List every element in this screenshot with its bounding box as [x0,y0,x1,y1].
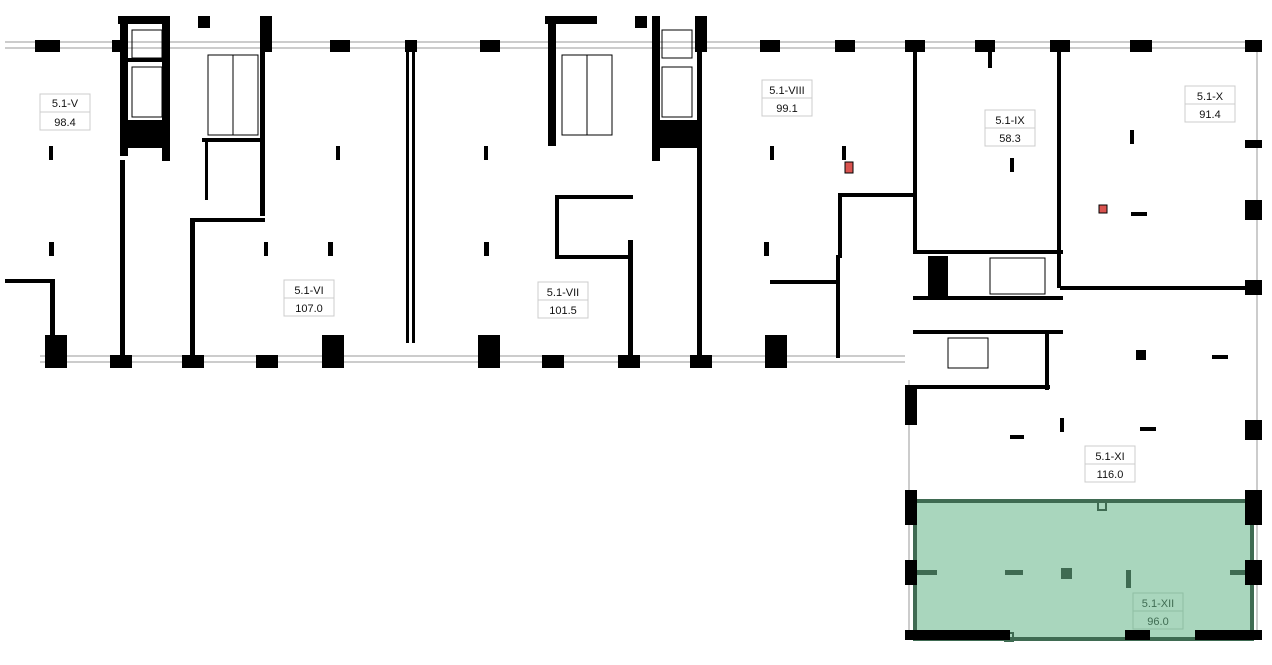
svg-text:101.5: 101.5 [549,305,577,317]
svg-text:5.1-VII: 5.1-VII [547,287,579,299]
svg-text:58.3: 58.3 [999,133,1020,145]
unit-5-1-xii[interactable] [913,499,1254,641]
svg-text:98.4: 98.4 [54,117,75,129]
unit-5-1-x[interactable] [1060,48,1255,288]
svg-text:99.1: 99.1 [776,103,797,115]
label-5-1-v: 5.1-V 98.4 [39,93,91,131]
svg-text:5.1-IX: 5.1-IX [995,115,1025,127]
svg-text:5.1-VIII: 5.1-VIII [769,85,804,97]
label-5-1-viii: 5.1-VIII 99.1 [761,79,813,117]
label-5-1-xii: 5.1-XII 96.0 [1132,592,1184,630]
svg-text:5.1-XII: 5.1-XII [1142,598,1174,610]
svg-text:116.0: 116.0 [1097,469,1124,481]
svg-text:96.0: 96.0 [1147,616,1168,628]
label-5-1-xi: 5.1-XI 116.0 [1084,445,1136,483]
svg-text:5.1-X: 5.1-X [1197,91,1224,103]
stairs [131,29,1046,369]
marker-icon [844,161,854,174]
unit-5-1-vii[interactable] [415,48,630,358]
label-5-1-vi: 5.1-VI 107.0 [283,279,335,317]
svg-text:5.1-VI: 5.1-VI [294,285,323,297]
svg-text:5.1-V: 5.1-V [52,98,79,110]
label-5-1-x: 5.1-X 91.4 [1184,85,1236,123]
walls [5,16,1262,640]
marker-icon [1098,204,1108,214]
label-5-1-ix: 5.1-IX 58.3 [984,109,1036,147]
unit-5-1-ix[interactable] [915,48,1060,253]
svg-text:91.4: 91.4 [1199,109,1220,121]
label-5-1-vii: 5.1-VII 101.5 [537,281,589,319]
svg-text:107.0: 107.0 [295,303,323,315]
svg-text:5.1-XI: 5.1-XI [1095,451,1124,463]
